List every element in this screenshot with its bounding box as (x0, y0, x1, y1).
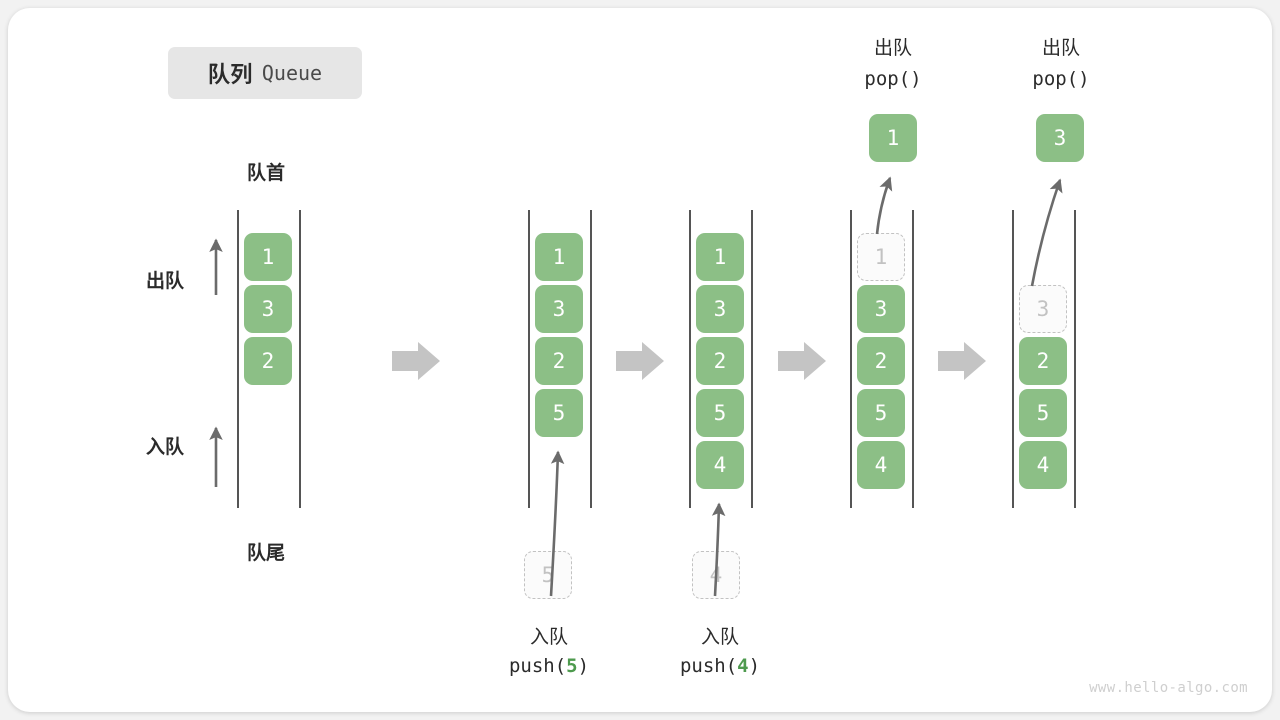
pop-1-label-cn: 出队 (873, 38, 912, 59)
rail-right-col5 (1074, 210, 1076, 508)
queue-element: 5 (857, 389, 905, 437)
diagram-title: 队列 Queue (168, 47, 362, 99)
queue-element: 4 (857, 441, 905, 489)
rail-right-col3 (751, 210, 753, 508)
rail-left-col1 (237, 210, 239, 508)
queue-element: 2 (857, 337, 905, 385)
queue-element: 2 (1019, 337, 1067, 385)
enqueue-direction-label: 入队 (146, 437, 185, 458)
popped-element: 3 (1036, 114, 1084, 162)
push-4-label-cn: 入队 (700, 627, 739, 648)
rail-right-col2 (590, 210, 592, 508)
title-english: Queue (261, 61, 323, 85)
rail-left-col2 (528, 210, 530, 508)
queue-element: 2 (696, 337, 744, 385)
dequeue-direction-label: 出队 (146, 271, 185, 292)
queue-element: 1 (244, 233, 292, 281)
queue-element-new: 5 (535, 389, 583, 437)
incoming-ghost-element: 4 (692, 551, 740, 599)
rail-right-col4 (912, 210, 914, 508)
pop-3-label-cn: 出队 (1041, 38, 1080, 59)
pop-3-label-code: pop() (1032, 68, 1090, 90)
queue-element: 3 (696, 285, 744, 333)
push-4-label-code: push(4) (679, 655, 761, 677)
diagram-card (8, 8, 1272, 712)
rail-left-col5 (1012, 210, 1014, 508)
rail-right-col1 (299, 210, 301, 508)
queue-element: 5 (696, 389, 744, 437)
watermark: www.hello-algo.com (1089, 680, 1248, 696)
title-chinese: 队列 (207, 62, 253, 87)
queue-element: 1 (696, 233, 744, 281)
removed-ghost-element: 3 (1019, 285, 1067, 333)
push-5-value: 5 (566, 655, 578, 677)
queue-element: 4 (1019, 441, 1067, 489)
queue-element: 1 (535, 233, 583, 281)
push-5-label-code: push(5) (508, 655, 590, 677)
pop-1-label-code: pop() (864, 68, 922, 90)
queue-element: 3 (535, 285, 583, 333)
queue-element: 2 (244, 337, 292, 385)
removed-ghost-element: 1 (857, 233, 905, 281)
queue-head-label: 队首 (246, 163, 285, 184)
popped-element: 1 (869, 114, 917, 162)
queue-element: 3 (244, 285, 292, 333)
queue-element: 2 (535, 337, 583, 385)
queue-element-new: 4 (696, 441, 744, 489)
push-4-value: 4 (737, 655, 749, 677)
queue-element: 5 (1019, 389, 1067, 437)
queue-element: 3 (857, 285, 905, 333)
rail-left-col4 (850, 210, 852, 508)
rail-left-col3 (689, 210, 691, 508)
push-5-label-cn: 入队 (529, 627, 568, 648)
queue-tail-label: 队尾 (246, 543, 285, 564)
incoming-ghost-element: 5 (524, 551, 572, 599)
